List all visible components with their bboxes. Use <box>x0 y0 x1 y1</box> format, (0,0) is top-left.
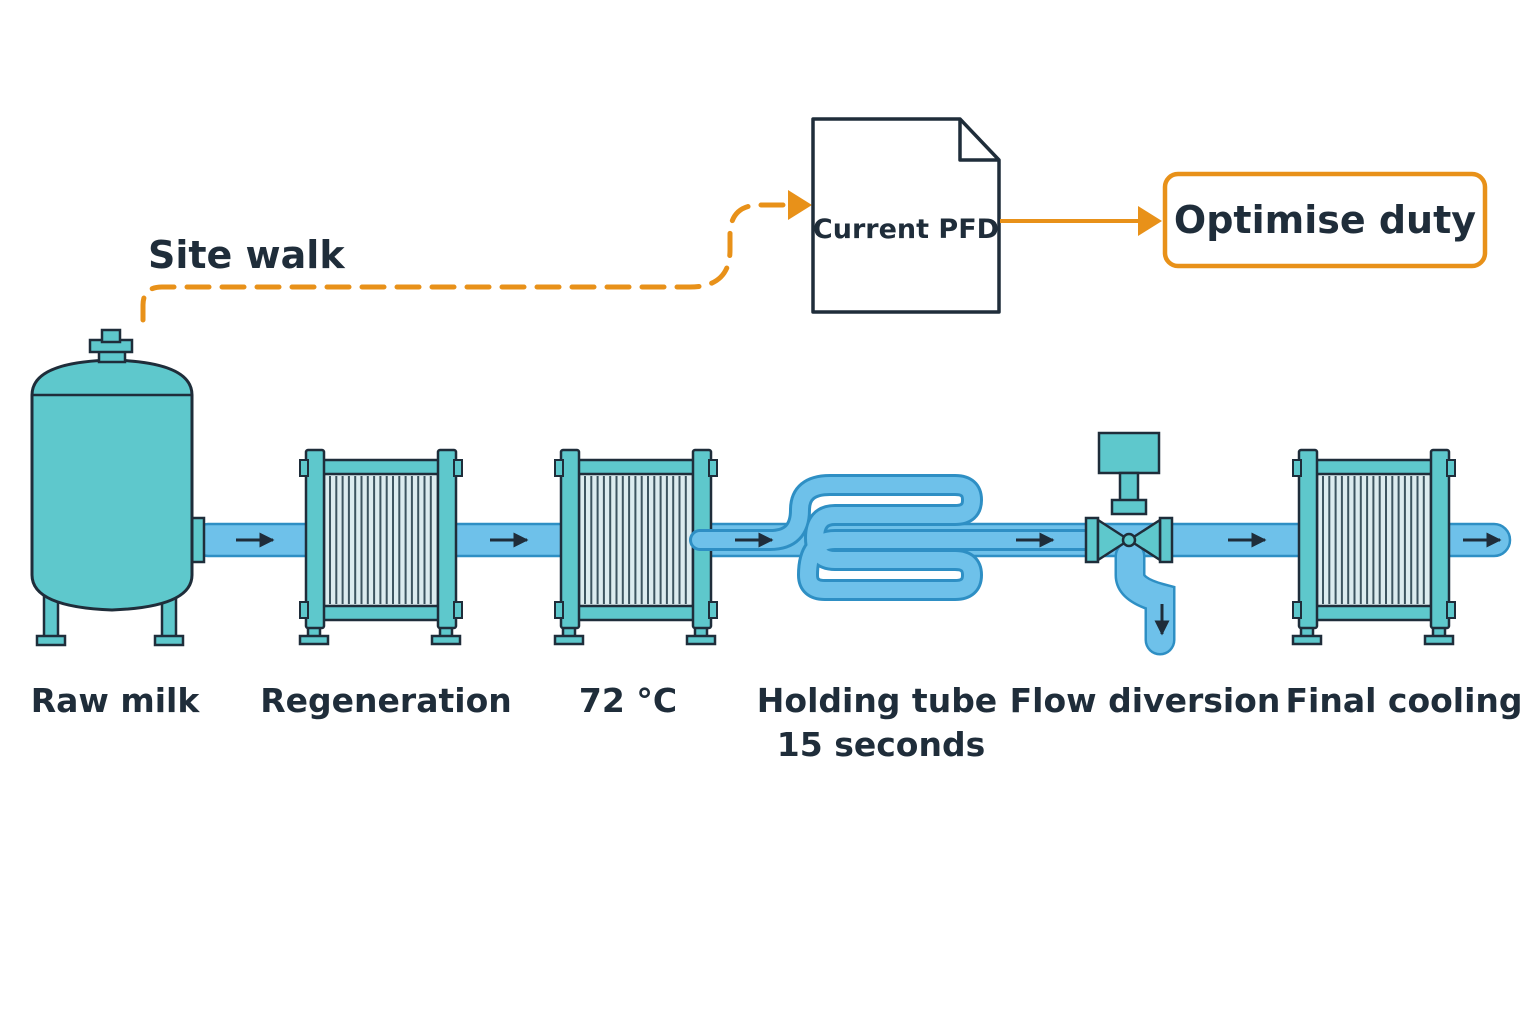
stage-label-final-cooling: Final cooling <box>1285 681 1522 720</box>
exchanger-foot-plate <box>1291 634 1323 646</box>
exchanger-frame-right <box>1429 448 1451 630</box>
exchanger-frame-right <box>436 448 458 630</box>
current-pfd-label: Current PFD <box>813 214 999 245</box>
exchanger-bolt <box>1292 459 1302 477</box>
site-walk-dashed-path <box>140 202 793 323</box>
site-walk-arrowhead <box>788 190 812 220</box>
exchanger-bolt <box>554 459 564 477</box>
serpentine-tube-icon[interactable] <box>689 474 1111 601</box>
tank-body <box>30 358 194 612</box>
site-walk-label: Site walk <box>148 233 345 277</box>
stage-label-raw-milk: Raw milk <box>31 681 201 720</box>
plate-heat-exchanger-icon[interactable] <box>553 448 718 646</box>
stage-sublabel-holding-time: 15 seconds <box>777 725 985 764</box>
stage-label-heating: 72 °C <box>579 681 677 720</box>
valve-stem <box>1118 471 1140 505</box>
exchanger-foot-plate <box>553 634 585 646</box>
exchanger-frame-left <box>1297 448 1319 630</box>
optimise-duty-frame <box>1162 171 1488 269</box>
valve-actuator <box>1097 431 1161 475</box>
exchanger-bolt <box>554 601 564 619</box>
exchanger-foot-plate <box>298 634 330 646</box>
stage-labels: Raw milk Regeneration 72 °C Holding tube… <box>31 681 1523 764</box>
exchanger-bottom-bar <box>1309 604 1439 622</box>
exchanger-foot-plate <box>685 634 717 646</box>
site-walk-annotation: Site walk <box>140 190 812 323</box>
exchanger-bolt <box>1292 601 1302 619</box>
diversion-valve-icon[interactable] <box>1084 431 1174 636</box>
exchanger-bolt <box>708 601 718 619</box>
stage-label-holding-tube: Holding tube <box>757 681 997 720</box>
exchanger-foot-plate <box>1423 634 1455 646</box>
pfd-to-optimise-arrow <box>1000 206 1162 236</box>
document-icon <box>811 117 1001 314</box>
exchanger-frame-left <box>304 448 326 630</box>
stage-label-regeneration: Regeneration <box>260 681 511 720</box>
exchanger-bolt <box>299 459 309 477</box>
storage-tank-icon[interactable] <box>30 328 206 647</box>
optimise-duty-label: Optimise duty <box>1174 198 1476 242</box>
stage-label-flow-diversion: Flow diversion <box>1010 681 1281 720</box>
valve-flange-left <box>1084 516 1100 564</box>
exchanger-bolt <box>708 459 718 477</box>
exchanger-bolt <box>453 601 463 619</box>
exchanger-top-bar <box>316 458 446 476</box>
exchanger-top-bar <box>571 458 701 476</box>
optimise-duty-box[interactable]: Optimise duty <box>1162 171 1488 269</box>
document-fold <box>958 119 999 162</box>
exchanger-frame-left <box>559 448 581 630</box>
exchanger-bolt <box>1446 459 1456 477</box>
exchanger-top-bar <box>1309 458 1439 476</box>
plate-heat-exchanger-icon[interactable] <box>298 448 463 646</box>
exchanger-foot-plate <box>430 634 462 646</box>
valve-flange-right <box>1158 516 1174 564</box>
exchanger-bolt <box>299 601 309 619</box>
exchanger-bolt <box>1446 601 1456 619</box>
plate-heat-exchanger-icon[interactable] <box>1291 448 1456 646</box>
exchanger-bolt <box>453 459 463 477</box>
exchanger-bottom-bar <box>316 604 446 622</box>
current-pfd-document[interactable]: Current PFD <box>811 117 1001 314</box>
exchanger-bottom-bar <box>571 604 701 622</box>
